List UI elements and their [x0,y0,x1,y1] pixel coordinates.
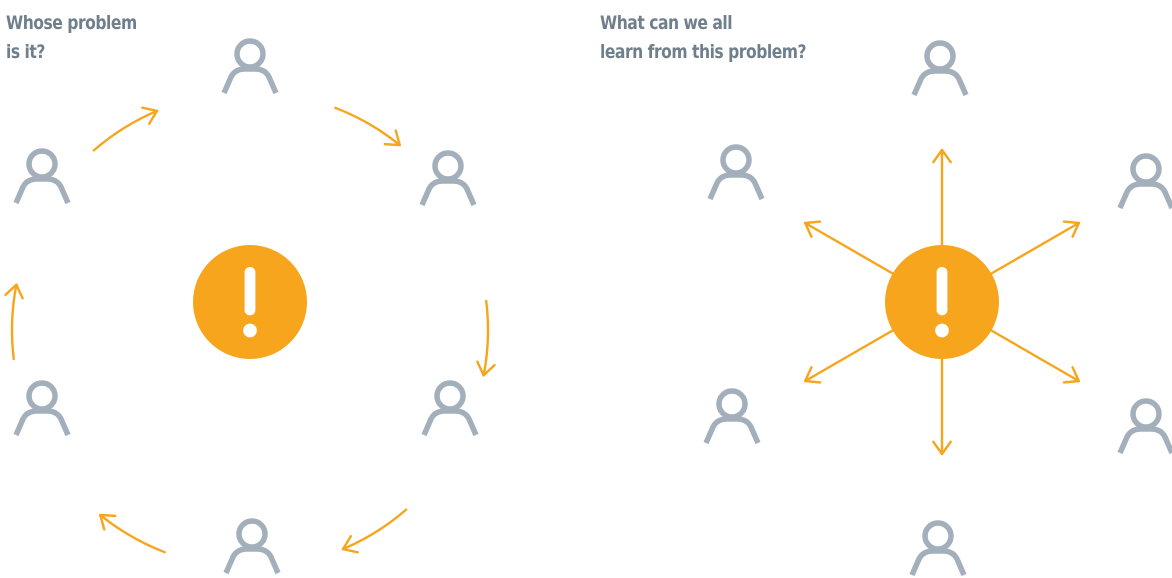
right-heading-line-2: learn from this problem? [600,41,807,63]
person-icon [13,380,71,437]
person-icon [909,520,967,577]
right-heading-line-1: What can we all [600,12,733,34]
person-icon [419,150,477,207]
person-icon [421,380,479,437]
exclamation-alert-icon [885,245,999,359]
person-icon [707,144,765,201]
left-panel-cycle [4,38,496,575]
person-icon [221,38,279,95]
left-panel-heading: Whose problem is it? [6,9,137,67]
left-people [13,38,479,575]
person-icon [911,40,969,97]
cycle-arrow [92,106,159,152]
person-icon [13,148,71,205]
right-alert [885,245,999,359]
cycle-arrow [99,513,166,554]
left-alert [193,245,307,359]
right-panel-heading: What can we all learn from this problem? [600,9,807,67]
right-panel-radiating [703,40,1172,577]
cycle-arrow [341,508,408,554]
right-people [703,40,1172,577]
cycle-arrow [334,106,401,147]
left-heading-line-2: is it? [6,41,45,63]
cycle-arrow [476,299,496,377]
person-icon [1117,398,1172,455]
person-icon [1117,153,1172,210]
left-cycle-arrows [4,106,496,554]
cycle-arrow [4,283,24,361]
left-heading-line-1: Whose problem [6,12,137,34]
person-icon [703,388,761,445]
exclamation-alert-icon [193,245,307,359]
person-icon [223,518,281,575]
